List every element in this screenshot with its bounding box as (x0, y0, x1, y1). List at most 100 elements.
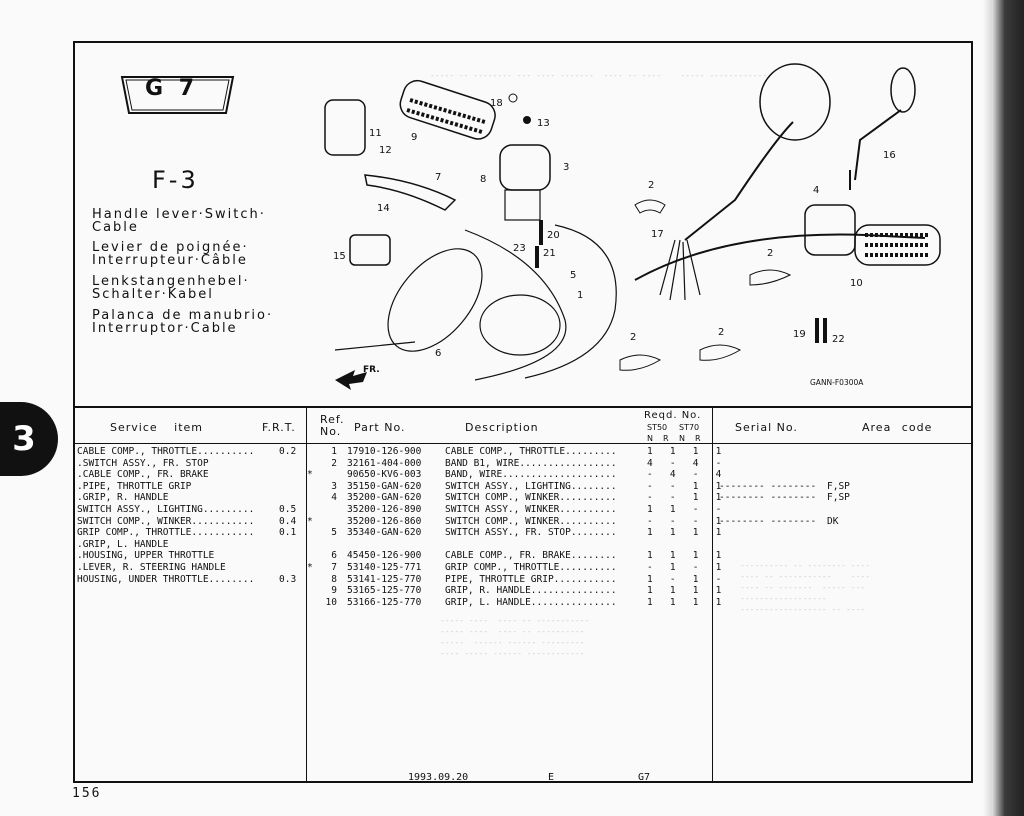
winker-wires (659, 239, 701, 301)
winker-switch-icon (804, 204, 856, 256)
brake-cable-loop (479, 294, 561, 356)
part-desc: SWITCH ASSY., LIGHTING........ (445, 480, 617, 492)
service-item-frt: 0.1 (279, 527, 297, 539)
service-item-name: SWITCH COMP., WINKER........... (77, 515, 255, 527)
description-fr: Levier de poignée· Interrupteur·Câble (92, 241, 249, 267)
part-desc: SWITCH COMP., WINKER.......... (445, 492, 617, 504)
mirror-right-icon (890, 67, 916, 113)
page-number: 156 (72, 786, 102, 801)
handlebar-icon (634, 233, 926, 281)
book-spine-shadow (992, 0, 1024, 816)
group-badge-frame (120, 76, 235, 114)
part-ref: 3 (331, 480, 337, 492)
header-frt: F.R.T. (262, 421, 296, 434)
part-desc: BAND B1, WIRE................. (445, 457, 617, 469)
callout-4: 4 (813, 185, 819, 196)
band-2-icon-d (699, 344, 742, 361)
part-serial: -------- -------- (719, 480, 817, 492)
service-item-list: CABLE COMP., THROTTLE..........0.2.SWITC… (77, 446, 302, 585)
throttle-housing-icon (504, 189, 541, 221)
lighting-switch-icon (499, 144, 551, 191)
part-desc: GRIP, R. HANDLE............... (445, 585, 617, 597)
callout-2b: 2 (767, 248, 773, 259)
group-badge-label: G 7 (145, 76, 199, 101)
service-item-row: .HOUSING, UPPER THROTTLE (77, 550, 302, 562)
part-desc: SWITCH ASSY., FR. STOP........ (445, 527, 617, 539)
header-part-no: Part No. (354, 421, 406, 434)
description-fr-line2: Interrupteur·Câble (92, 253, 248, 268)
part-qty: 4 - 4 - (647, 457, 722, 469)
part-qty: 1 1 1 1 (647, 596, 722, 608)
part-area: DK (827, 515, 839, 527)
page-edge (983, 0, 993, 816)
header-model-st50: ST50 (647, 423, 668, 432)
callout-2a: 2 (648, 180, 654, 191)
description-es: Palanca de manubrio· Interruptor·Cable (92, 309, 273, 335)
callout-5: 5 (570, 270, 576, 281)
part-ref: 7 (331, 561, 337, 573)
callout-1: 1 (577, 290, 583, 301)
header-serial-no: Serial No. (735, 421, 798, 434)
service-item-name: SWITCH ASSY., LIGHTING......... (77, 503, 255, 515)
switch-wire-harness (524, 224, 617, 379)
part-part: 35150-GAN-620 (347, 480, 422, 492)
callout-2c: 2 (630, 332, 636, 343)
callout-17: 17 (651, 229, 664, 240)
header-reqd-no: Reqd. No. (644, 410, 702, 421)
bolt-19-icon (815, 318, 819, 343)
part-qty: - 1 - 1 (647, 561, 722, 573)
callout-16: 16 (883, 150, 896, 161)
description-de-line1: Lenkstangenhebel· (92, 274, 250, 289)
mirror-left-icon (759, 63, 831, 141)
column-divider-service (306, 406, 307, 783)
service-item-frt: 0.5 (279, 503, 297, 515)
service-item-name: CABLE COMP., THROTTLE.......... (77, 446, 255, 457)
part-desc: SWITCH ASSY., WINKER.......... (445, 503, 617, 515)
section-tab-number: 3 (12, 419, 36, 459)
column-divider-parts (712, 406, 713, 783)
part-part: 53141-125-770 (347, 573, 422, 585)
bleed-through-text-lower: ----- ---- ---- -- ----------- ----- ---… (440, 616, 590, 658)
callout-10: 10 (850, 278, 863, 289)
service-item-row: SWITCH ASSY., LIGHTING......... 0.5 (77, 504, 302, 516)
callout-7: 7 (435, 172, 441, 183)
callout-21: 21 (543, 248, 556, 259)
section-tab: 3 (0, 402, 58, 476)
part-serial: -------- -------- (719, 515, 817, 527)
service-item-name: .PIPE, THROTTLE GRIP (77, 480, 192, 492)
part-desc: SWITCH COMP., WINKER.......... (445, 515, 617, 527)
exploded-parts-diagram: FR. GANN-F0300A 1 2 2 2 2 3 4 5 6 7 8 9 … (324, 63, 941, 390)
header-service-item: Service item (110, 421, 204, 434)
header-ref-no: Ref. No. (320, 413, 345, 438)
cable-end (334, 341, 416, 351)
bolt-20-icon (539, 220, 543, 245)
screw-18-icon (508, 93, 518, 103)
description-en: Handle lever·Switch· Cable (92, 208, 266, 234)
part-part: 53165-125-770 (347, 585, 422, 597)
callout-2d: 2 (718, 327, 724, 338)
service-item-row: .SWITCH ASSY., FR. STOP (77, 458, 302, 470)
service-item-name: .SWITCH ASSY., FR. STOP (77, 457, 209, 469)
throttle-cable-loop (387, 248, 483, 352)
callout-20: 20 (547, 230, 560, 241)
part-serial: -------- -------- (719, 492, 817, 504)
lever-holder-icon (324, 99, 366, 156)
stop-switch-icon (349, 234, 391, 266)
part-ref: 5 (331, 527, 337, 539)
description-en-line1: Handle lever·Switch· (92, 207, 266, 222)
part-qty: - - 1 1 (647, 480, 722, 492)
bolt-21-icon (535, 246, 539, 268)
header-model-st70: ST70 (679, 423, 700, 432)
header-description: Description (465, 421, 539, 434)
grip-right-icon (854, 224, 941, 266)
footer-date: 1993.09.20 (408, 772, 469, 783)
service-item-row: .GRIP, L. HANDLE (77, 539, 302, 551)
